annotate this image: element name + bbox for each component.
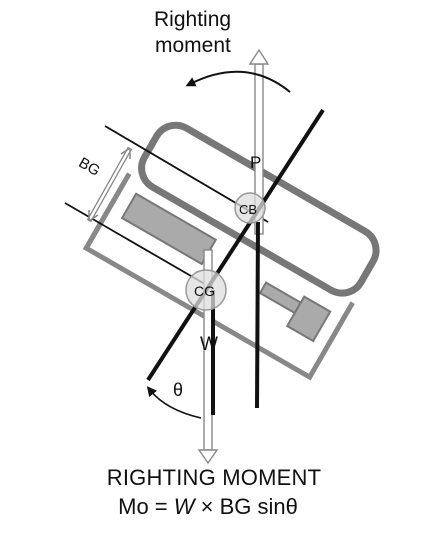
bg-label: BG xyxy=(76,154,103,180)
cb-label: CB xyxy=(239,202,257,217)
p-label: P xyxy=(250,153,261,172)
w-label: W xyxy=(200,334,218,355)
cg-label: CG xyxy=(194,283,215,299)
theta-angle-arc xyxy=(146,386,202,419)
tank-block xyxy=(120,192,218,266)
center-of-buoyancy-marker xyxy=(234,192,266,224)
formula-suffix: × BG sinθ xyxy=(194,494,298,519)
weight-bar xyxy=(258,281,303,315)
righting-moment-label-line1: Righting xyxy=(154,8,231,31)
tilted-axis-line xyxy=(146,108,325,382)
center-of-gravity-marker xyxy=(185,269,227,311)
caption-formula: Mo = W × BG sinθ xyxy=(0,494,422,520)
formula-w: W xyxy=(173,494,195,519)
theta-label: θ xyxy=(173,380,183,400)
righting-moment-label-line2: moment xyxy=(155,34,231,57)
formula-prefix: Mo = xyxy=(118,494,174,519)
righting-moment-arrow xyxy=(185,70,291,93)
weight-block xyxy=(285,295,332,343)
caption-title: RIGHTING MOMENT xyxy=(106,465,322,490)
buoyancy-action-line xyxy=(255,221,260,409)
